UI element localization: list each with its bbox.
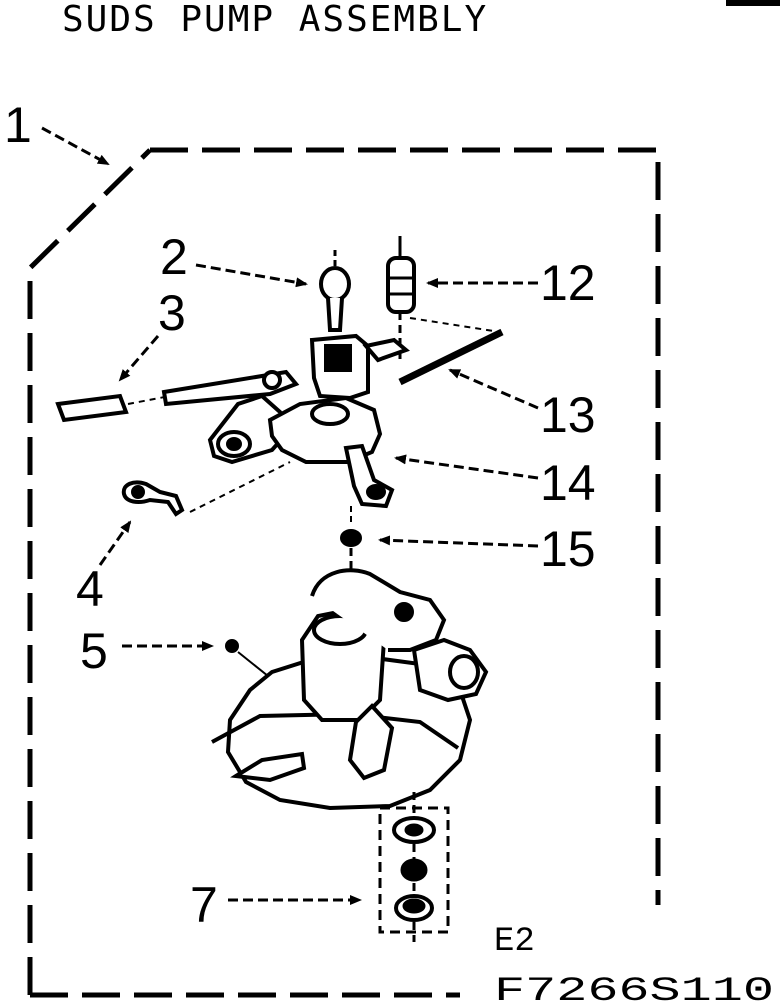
assembly-boundary (27, 147, 661, 998)
leader-14 (394, 454, 539, 480)
part-4-clip (121, 480, 185, 517)
leader-13 (448, 368, 539, 410)
section-code: E2 (494, 923, 535, 961)
part-2-screw (319, 250, 351, 332)
part-3-pin (55, 393, 129, 423)
leader-arrows (41, 126, 539, 905)
corner-mark (726, 0, 780, 6)
leader-2 (195, 263, 308, 288)
part-code: F7266S110 (494, 973, 774, 1004)
callout-5: 5 (80, 623, 108, 679)
leader-1 (41, 126, 110, 166)
part-14-bracket (161, 333, 410, 509)
page-title: SUDS PUMP ASSEMBLY (62, 0, 489, 40)
callout-14: 14 (540, 455, 596, 511)
callout-12: 12 (540, 255, 596, 311)
part-13-rod (398, 328, 504, 386)
callout-13: 13 (540, 387, 596, 443)
callout-15: 15 (540, 521, 596, 577)
part-12-plug (386, 236, 416, 360)
leader-4 (98, 520, 132, 566)
part-7-fasteners (378, 792, 450, 942)
leader-3 (118, 335, 160, 382)
leader-15 (378, 535, 539, 548)
callout-7: 7 (190, 877, 218, 933)
callout-2: 2 (160, 229, 188, 285)
pump-housing (211, 568, 489, 811)
callout-4: 4 (76, 561, 104, 617)
callout-1: 1 (4, 97, 32, 153)
callout-3: 3 (158, 285, 186, 341)
